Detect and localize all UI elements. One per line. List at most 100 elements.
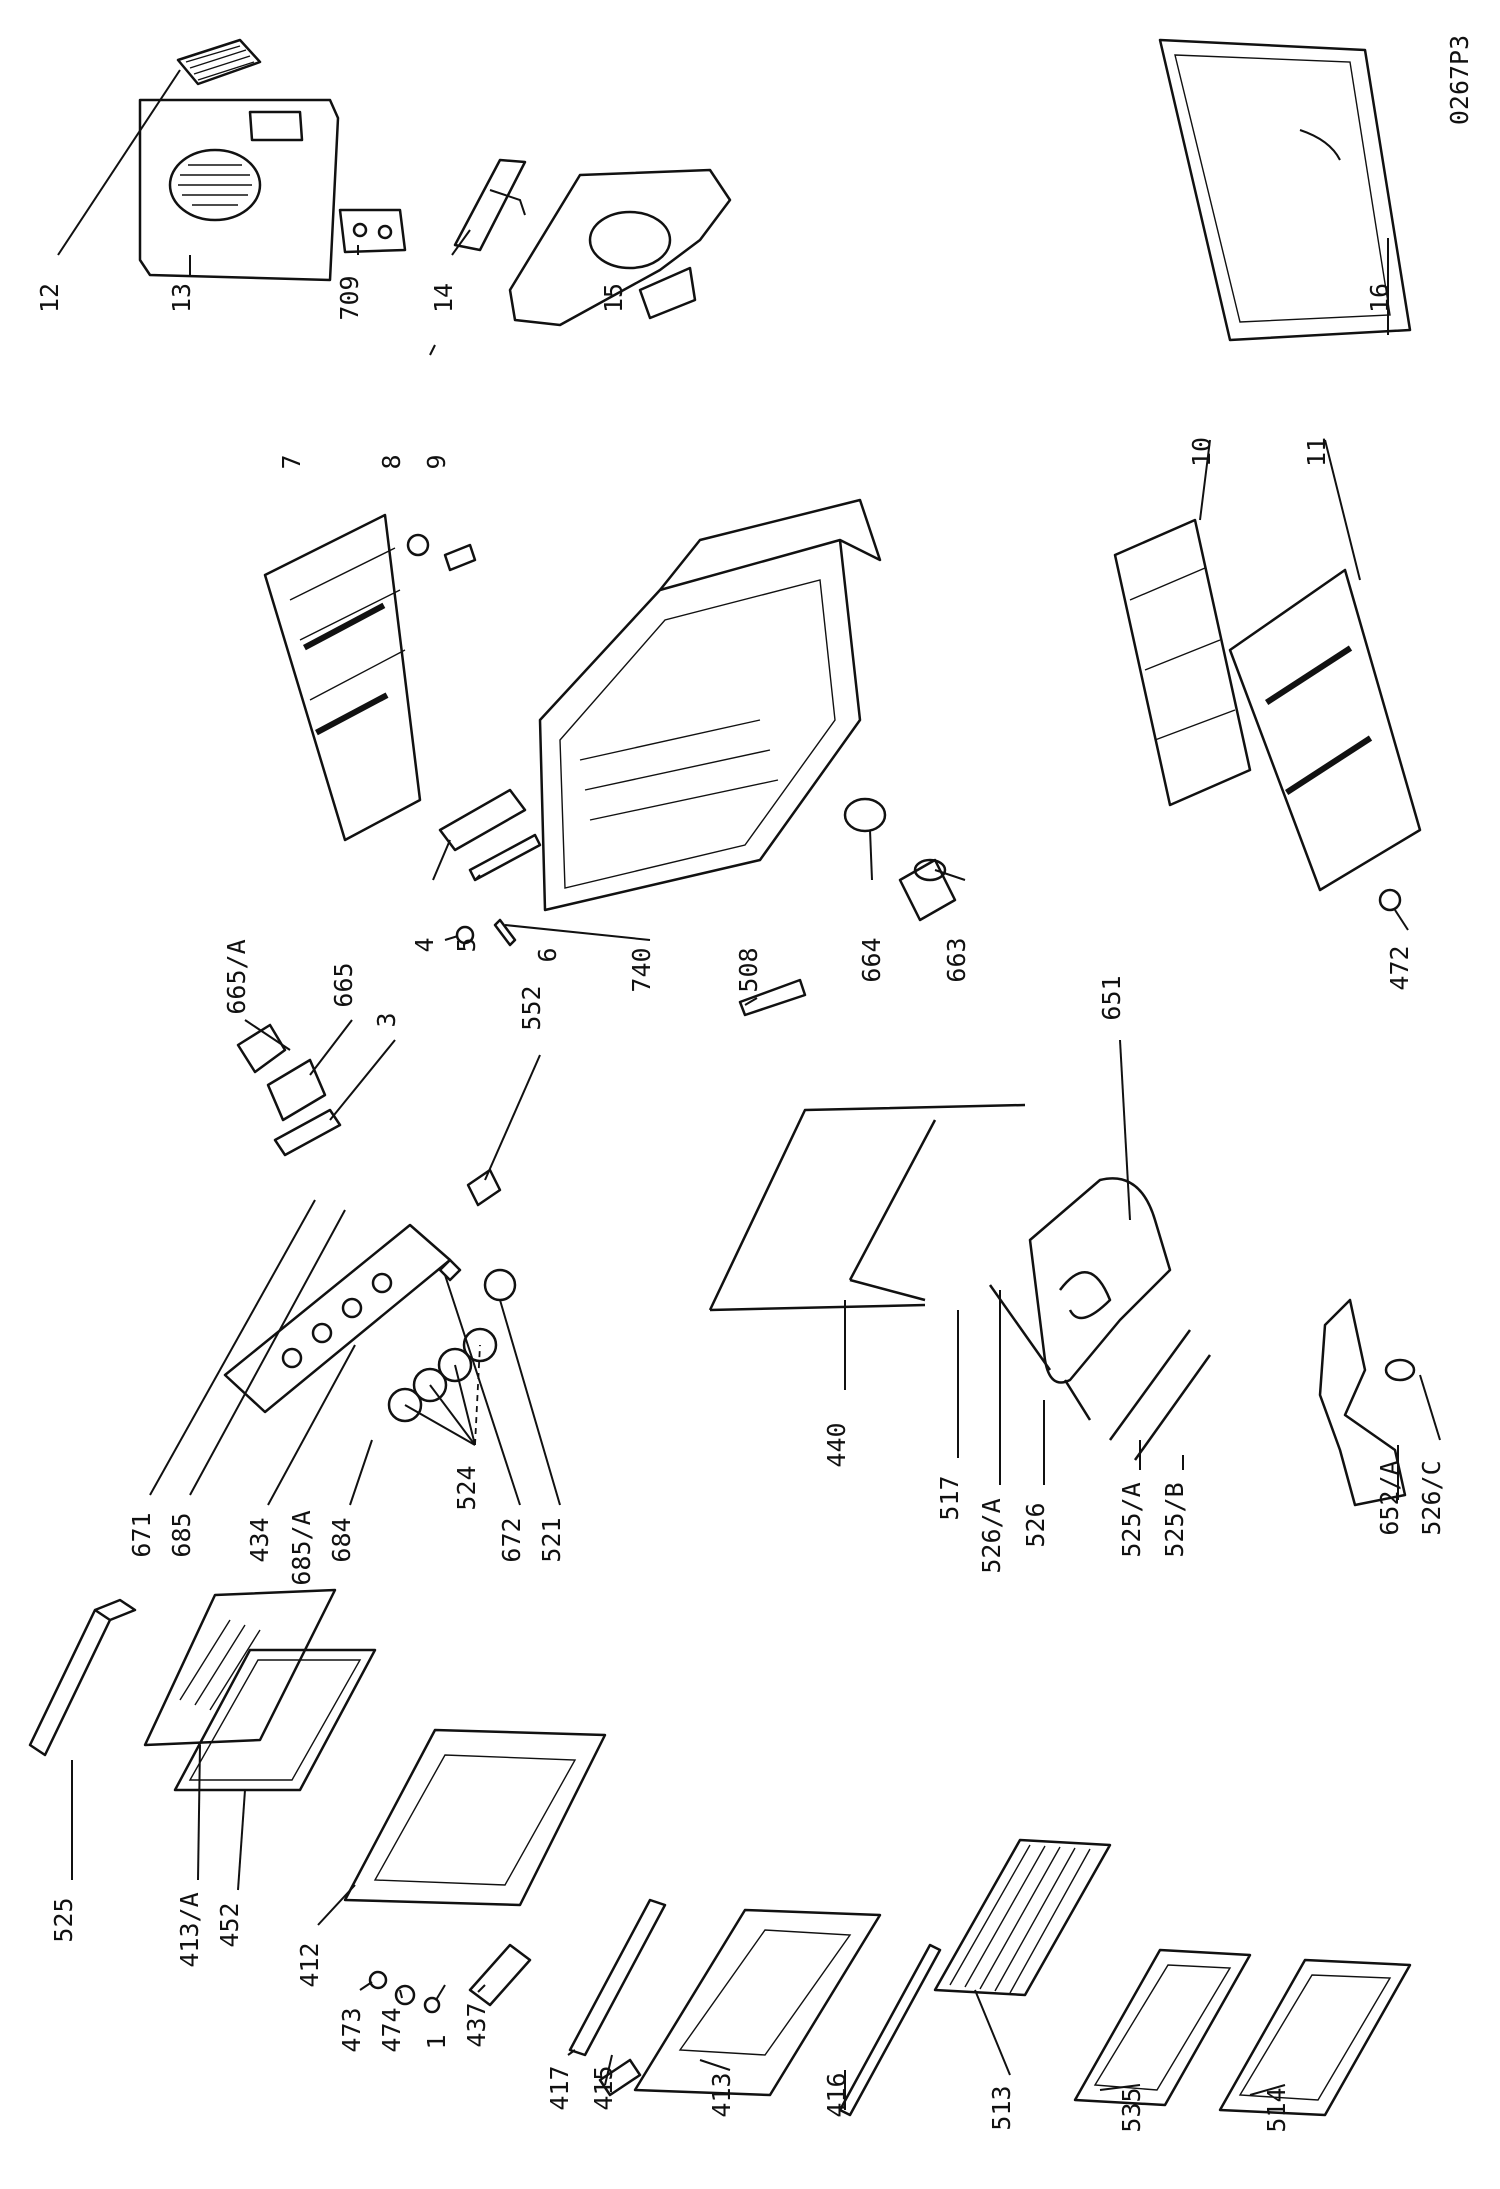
label-685a: 685/A <box>287 1510 316 1585</box>
part-525-trim <box>28 1598 137 1757</box>
part-7-side-panel <box>263 513 422 842</box>
part-740-screw <box>493 918 517 947</box>
part-11-side-panel <box>1228 568 1422 892</box>
label-652a: 652/A <box>1375 1460 1404 1535</box>
part-472-ring <box>1378 888 1402 912</box>
part-521-knob <box>483 1268 517 1302</box>
label-517: 517 <box>935 1475 964 1520</box>
label-525a: 525/A <box>1117 1482 1146 1557</box>
label-513: 513 <box>987 2085 1016 2130</box>
part-413-door-panel <box>633 1908 882 2097</box>
label-413: 413 <box>707 2072 736 2117</box>
label-drawing-code: 0267P3 <box>1445 35 1474 125</box>
label-525b: 525/B <box>1160 1482 1189 1557</box>
label-526: 526 <box>1021 1502 1050 1547</box>
part-4-bracket <box>438 788 527 852</box>
label-15: 15 <box>599 283 628 313</box>
part-12-grille <box>176 38 262 86</box>
part-13-rear-panel <box>138 98 340 282</box>
part-651-element <box>1028 1177 1172 1384</box>
label-10: 10 <box>1187 437 1216 467</box>
label-8: 8 <box>377 454 406 469</box>
part-1-nut <box>423 1996 441 2014</box>
part-652a-element <box>1318 1298 1407 1507</box>
part-440-frame <box>708 1103 1026 1312</box>
part-452-seal <box>173 1648 377 1792</box>
label-651: 651 <box>1097 975 1126 1020</box>
part-514-tray <box>1218 1958 1412 2117</box>
label-4: 4 <box>410 937 439 952</box>
label-508: 508 <box>734 947 763 992</box>
label-472: 472 <box>1385 945 1414 990</box>
part-552-bracket <box>466 1168 502 1207</box>
label-709: 709 <box>335 275 364 320</box>
label-11: 11 <box>1302 437 1331 467</box>
part-524-knobs <box>387 1327 498 1423</box>
label-526a: 526/A <box>977 1498 1006 1573</box>
label-14: 14 <box>429 283 458 313</box>
label-413a: 413/A <box>175 1892 204 1967</box>
part-437-hinge <box>468 1943 532 2007</box>
label-440: 440 <box>822 1422 851 1467</box>
part-525a-rail <box>1108 1329 1192 1441</box>
part-672-spring <box>438 1258 462 1282</box>
part-526-rod <box>1063 1379 1092 1421</box>
part-14-bracket <box>453 158 527 252</box>
label-663: 663 <box>942 937 971 982</box>
label-417: 417 <box>545 2065 574 2110</box>
label-552: 552 <box>517 985 546 1030</box>
part-535-tray <box>1073 1948 1252 2107</box>
part-416-strip <box>838 1943 942 2117</box>
label-665: 665 <box>329 962 358 1007</box>
label-525: 525 <box>49 1897 78 1942</box>
part-417-rail <box>568 1898 667 2057</box>
part-525b-rail <box>1133 1354 1212 1461</box>
label-12: 12 <box>35 283 64 313</box>
part-412-door-frame <box>343 1728 607 1907</box>
label-740: 740 <box>627 947 656 992</box>
label-412: 412 <box>295 1942 324 1987</box>
part-434-control-panel <box>223 1223 452 1414</box>
label-664: 664 <box>857 937 886 982</box>
label-685: 685 <box>167 1512 196 1557</box>
label-665a: 665/A <box>222 939 251 1014</box>
part-15-motor-bracket <box>508 168 732 327</box>
label-16: 16 <box>1365 283 1394 313</box>
label-474: 474 <box>377 2007 406 2052</box>
part-415-bracket <box>598 2058 642 2097</box>
label-524: 524 <box>452 1465 481 1510</box>
part-663-lamp-cover <box>898 858 957 922</box>
part-665a-switch <box>236 1023 287 1074</box>
label-1: 1 <box>422 2034 451 2049</box>
label-416: 416 <box>822 2072 851 2117</box>
label-473: 473 <box>337 2007 366 2052</box>
part-413a-glass <box>143 1588 337 1747</box>
part-5-strip <box>468 833 542 882</box>
label-434: 434 <box>245 1517 274 1562</box>
label-9: 9 <box>422 454 451 469</box>
part-6-screw <box>455 925 475 945</box>
label-7: 7 <box>277 454 306 469</box>
label-672: 672 <box>497 1517 526 1562</box>
part-709-terminal <box>338 208 407 254</box>
part-10-rack <box>1113 518 1252 807</box>
label-5: 5 <box>452 937 481 952</box>
part-9-clip <box>443 543 477 572</box>
part-526c-clip <box>1384 1358 1416 1382</box>
part-513-rack <box>933 1838 1112 1997</box>
part-16-panel <box>1158 38 1412 342</box>
part-474-washer <box>394 1984 416 2006</box>
label-452: 452 <box>215 1902 244 1947</box>
label-415: 415 <box>589 2065 618 2110</box>
label-13: 13 <box>167 283 196 313</box>
part-665-selector <box>266 1058 327 1122</box>
part-664-lamp-holder <box>843 797 887 833</box>
part-473-screw <box>368 1970 388 1990</box>
label-684: 684 <box>327 1517 356 1562</box>
part-3-strip <box>273 1108 342 1157</box>
label-535: 535 <box>1117 2087 1146 2132</box>
label-3: 3 <box>372 1012 401 1027</box>
label-526c: 526/C <box>1417 1460 1446 1535</box>
